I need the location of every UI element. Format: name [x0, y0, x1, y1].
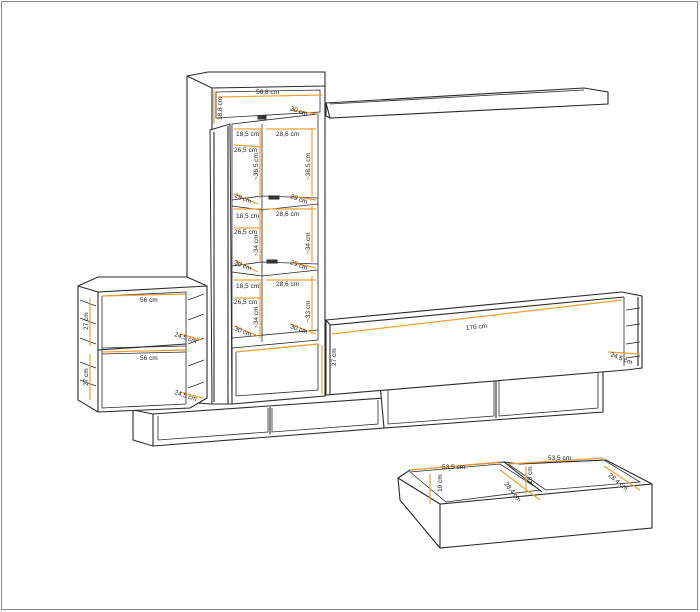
- label-left-width-top: 56 cm: [140, 297, 158, 304]
- label-drawer-right-width: 53,5 cm: [548, 455, 571, 462]
- label-shelf1-side-height: ~36,5 cm: [253, 153, 260, 180]
- label-shelf2-width: 18,5 cm: [236, 213, 259, 220]
- label-drawer-right-height: 10 cm: [527, 466, 534, 484]
- label-long-width: 176 cm: [465, 323, 487, 332]
- label-shelf3-right-height: ~33 cm: [305, 301, 312, 323]
- label-shelf3-right-width: 28,6 cm: [276, 281, 299, 288]
- label-shelf2-side-height: ~34 cm: [253, 235, 260, 257]
- label-drawer-left-height: 10 cm: [437, 474, 444, 492]
- label-left-width-bottom: 56 cm: [140, 355, 158, 362]
- label-shelf1-right-width: 28,6 cm: [276, 131, 299, 138]
- left-shelf: [77, 276, 208, 413]
- label-shelf1-width: 18,5 cm: [236, 131, 259, 138]
- label-shelf2-right-height: ~34 cm: [305, 233, 312, 255]
- label-shelf2-right-width: 28,6 cm: [276, 211, 299, 218]
- label-drawer-left-width: 53,5 cm: [442, 464, 465, 471]
- label-left-height-bottom: 27 cm: [83, 368, 90, 386]
- label-shelf3-side-height: ~34 cm: [253, 307, 260, 329]
- label-left-height-top: 27 cm: [83, 312, 90, 330]
- long-shelf: [325, 291, 643, 396]
- label-bottom-height: 27 cm: [331, 348, 338, 366]
- label-shelf3-height: 26,5 cm: [234, 299, 257, 306]
- label-shelf1-right-height: ~38,5 cm: [305, 153, 312, 180]
- dimension-lines: [89, 90, 641, 504]
- label-shelf2-height: 26,5 cm: [234, 229, 257, 236]
- label-shelf1-height: 26,5 cm: [234, 147, 257, 154]
- wall-shelf: [325, 87, 609, 119]
- label-shelf3-width: 18,5 cm: [236, 283, 259, 290]
- label-tower-top-height: 18,8 cm: [217, 97, 224, 120]
- label-tower-width: 56,8 cm: [256, 89, 279, 96]
